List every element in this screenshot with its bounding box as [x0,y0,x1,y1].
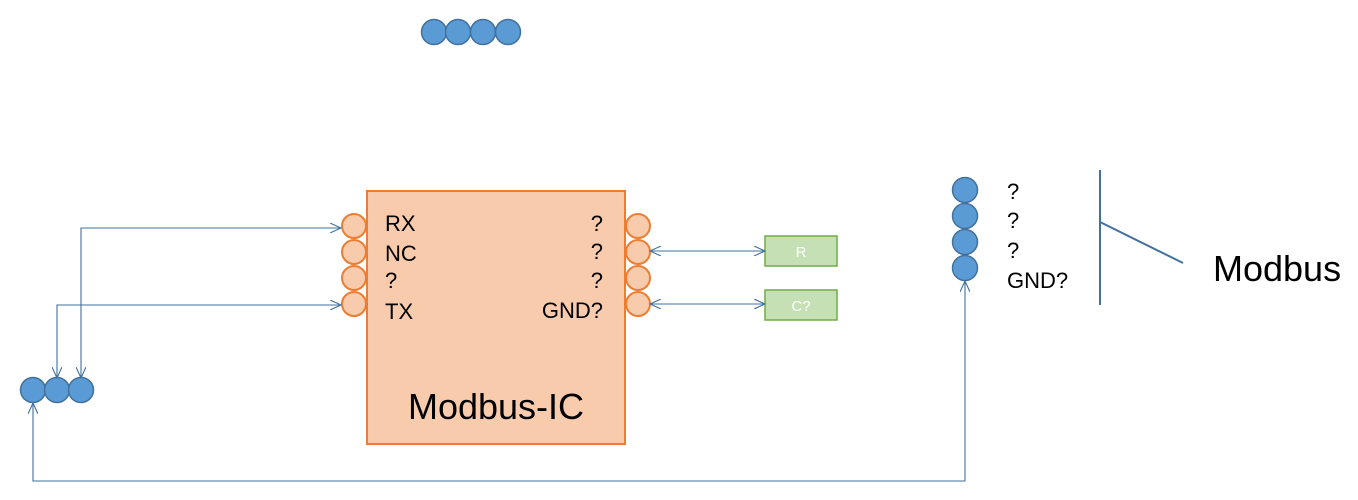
pin-tx [341,291,367,317]
resistor-label: R [796,244,807,261]
resistor-box [764,235,838,267]
pin-right-2 [625,239,651,265]
pin-label-unknown: ? [385,268,397,293]
connector-label-gnd: GND? [1007,268,1068,293]
right-connector-icon [951,176,979,282]
connector-pin [951,228,979,256]
pin-label-gnd: GND? [542,298,603,323]
pin-label-right-1: ? [591,211,603,236]
connector-pin [420,18,448,46]
pin-right-3 [625,265,651,291]
pin-label-rx: RX [385,211,416,236]
connector-pin [951,202,979,230]
wire-tx [57,305,341,378]
connector-label-1: ? [1007,179,1019,204]
connector-pin [444,18,472,46]
connector-label-2: ? [1007,208,1019,233]
wire-rx [81,228,341,378]
connector-label-3: ? [1007,238,1019,263]
pin-label-right-2: ? [591,239,603,264]
pin-label-nc: NC [385,241,417,266]
pin-rx [341,213,367,239]
connector-pin [67,376,95,404]
pin-nc [341,239,367,265]
pin-label-tx: TX [385,299,413,324]
connector-pin [951,176,979,204]
chip-title: Modbus-IC [408,386,584,427]
top-connector-icon [420,18,522,46]
pin-right-1 [625,213,651,239]
chip-left-pins [341,213,367,317]
connector-pin [469,18,497,46]
pin-gnd [625,291,651,317]
pin-label-right-3: ? [591,268,603,293]
connector-pin [43,376,71,404]
pin-unknown [341,265,367,291]
bus-line-icon [1099,170,1184,305]
left-connector-icon [19,376,95,404]
connector-pin [951,254,979,282]
bus-title: Modbus [1213,248,1341,289]
wire-ground-loop [33,281,965,482]
chip-right-pins [625,213,651,317]
capacitor-label: C? [791,298,810,315]
connector-pin [19,376,47,404]
connector-pin [494,18,522,46]
